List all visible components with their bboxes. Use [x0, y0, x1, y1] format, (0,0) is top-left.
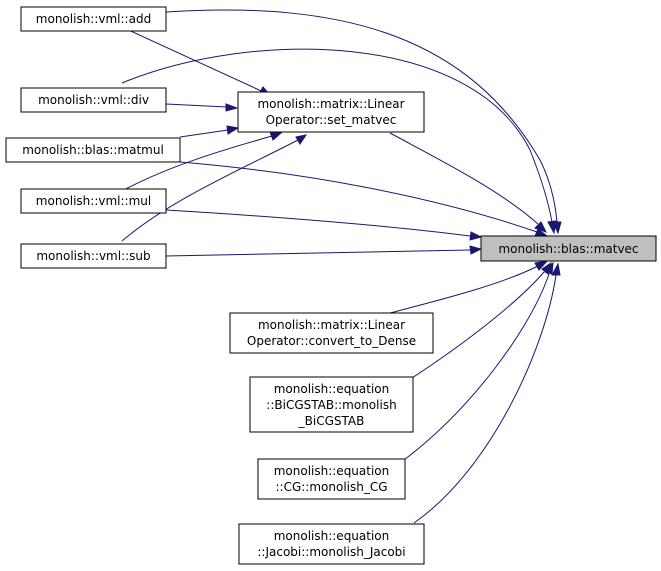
node-jacobi[interactable]: monolish::equation ::Jacobi::monolish_Ja… [238, 523, 425, 565]
node-convert-to-dense-label-2: Operator::convert_to_Dense [247, 334, 416, 348]
node-vml-div[interactable]: monolish::vml::div [20, 87, 167, 113]
node-blas-matmul-label: monolish::blas::matmul [22, 143, 164, 157]
node-cg[interactable]: monolish::equation ::CG::monolish_CG [257, 458, 406, 500]
node-cg-label-1: monolish::equation [274, 464, 390, 478]
edge-convert-to-matvec [389, 260, 549, 314]
node-bicgstab-label-3: _BiCGSTAB [298, 414, 365, 428]
edge-div-to-matvec [121, 48, 557, 235]
edge-sub-to-set-matvec [121, 134, 308, 242]
node-vml-add-label: monolish::vml::add [36, 12, 151, 26]
edge-jacobi-to-matvec [413, 262, 561, 524]
node-blas-matmul[interactable]: monolish::blas::matmul [5, 137, 181, 163]
node-jacobi-label-2: ::Jacobi::monolish_Jacobi [257, 545, 405, 559]
node-convert-to-dense[interactable]: monolish::matrix::Linear Operator::conve… [229, 312, 434, 354]
node-blas-matvec-label: monolish::blas::matvec [498, 242, 638, 256]
node-bicgstab-label-2: ::BiCGSTAB::monolish [266, 398, 396, 412]
node-convert-to-dense-label-1: monolish::matrix::Linear [258, 318, 405, 332]
edge-mul-to-matvec [165, 209, 483, 241]
edge-div-to-set-matvec [165, 103, 239, 112]
node-blas-matvec[interactable]: monolish::blas::matvec [480, 235, 657, 262]
graph-edges [121, 9, 562, 524]
node-jacobi-label-1: monolish::equation [274, 529, 390, 543]
node-vml-sub[interactable]: monolish::vml::sub [20, 243, 167, 269]
edge-add-to-set-matvec [121, 26, 272, 96]
node-bicgstab-label-1: monolish::equation [274, 382, 390, 396]
node-vml-div-label: monolish::vml::div [38, 93, 149, 107]
node-vml-sub-label: monolish::vml::sub [36, 249, 150, 263]
node-bicgstab[interactable]: monolish::equation ::BiCGSTAB::monolish … [249, 376, 414, 433]
node-vml-mul-label: monolish::vml::mul [36, 194, 151, 208]
graph-nodes: monolish::vml::add monolish::vml::div mo… [5, 6, 657, 565]
node-set-matvec-label-2: Operator::set_matvec [266, 113, 397, 127]
node-set-matvec[interactable]: monolish::matrix::Linear Operator::set_m… [237, 91, 425, 133]
node-vml-add[interactable]: monolish::vml::add [20, 6, 167, 32]
edge-cg-to-matvec [403, 261, 554, 461]
edge-set-matvec-to-matvec [389, 132, 548, 233]
node-set-matvec-label-1: monolish::matrix::Linear [257, 97, 404, 111]
node-cg-label-2: ::CG::monolish_CG [275, 480, 387, 494]
edge-matmul-to-set-matvec [179, 125, 240, 138]
edge-sub-to-matvec [165, 245, 483, 257]
node-vml-mul[interactable]: monolish::vml::mul [20, 188, 167, 214]
